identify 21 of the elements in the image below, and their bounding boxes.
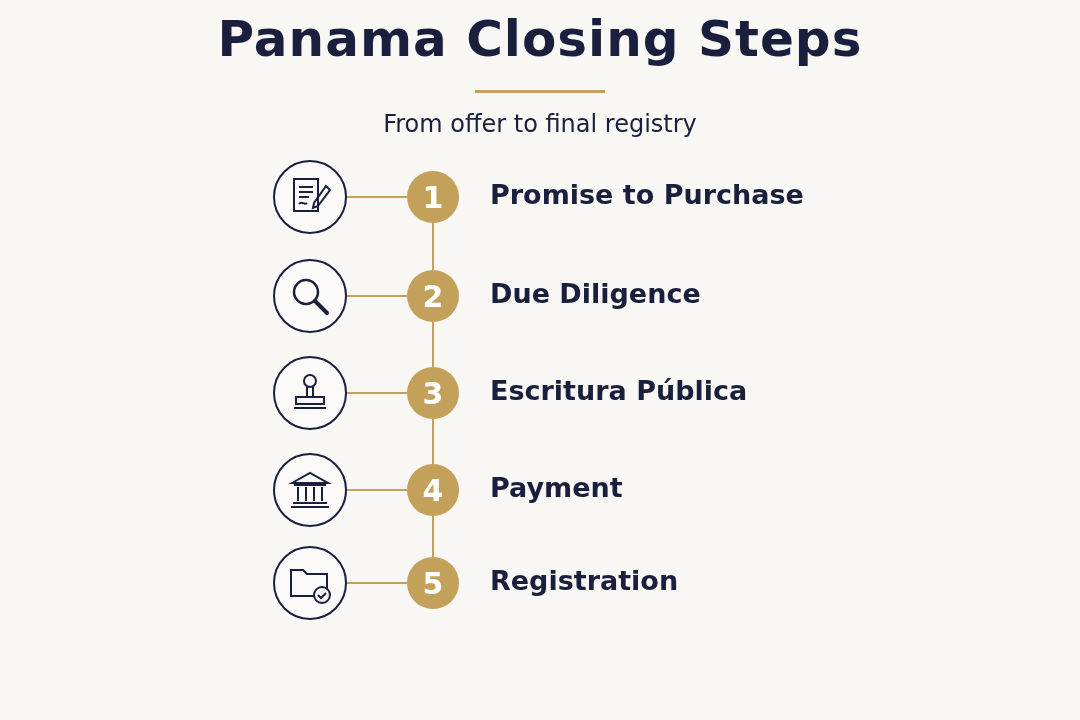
connector-line [346,582,408,584]
connector-line [432,222,434,271]
connector-line [346,295,408,297]
step-title: Payment [490,472,623,503]
step-title: Due Diligence [490,278,701,309]
number-circle: 1 [407,171,459,223]
connector-line [432,515,434,558]
step-title: Registration [490,565,679,596]
number-circle: 5 [407,557,459,609]
connector-line [432,321,434,368]
number-circle: 4 [407,464,459,516]
connector-line [346,392,408,394]
number-circle: 2 [407,270,459,322]
step-title: Promise to Purchase [490,179,804,210]
number-circle: 3 [407,367,459,419]
connector-line [432,418,434,465]
connector-line [346,196,408,198]
subtitle: From offer to final registry [382,110,698,138]
title: Panama Closing Steps [216,10,864,68]
step-title: Escritura Pública [490,375,748,406]
connector-line [346,489,408,491]
